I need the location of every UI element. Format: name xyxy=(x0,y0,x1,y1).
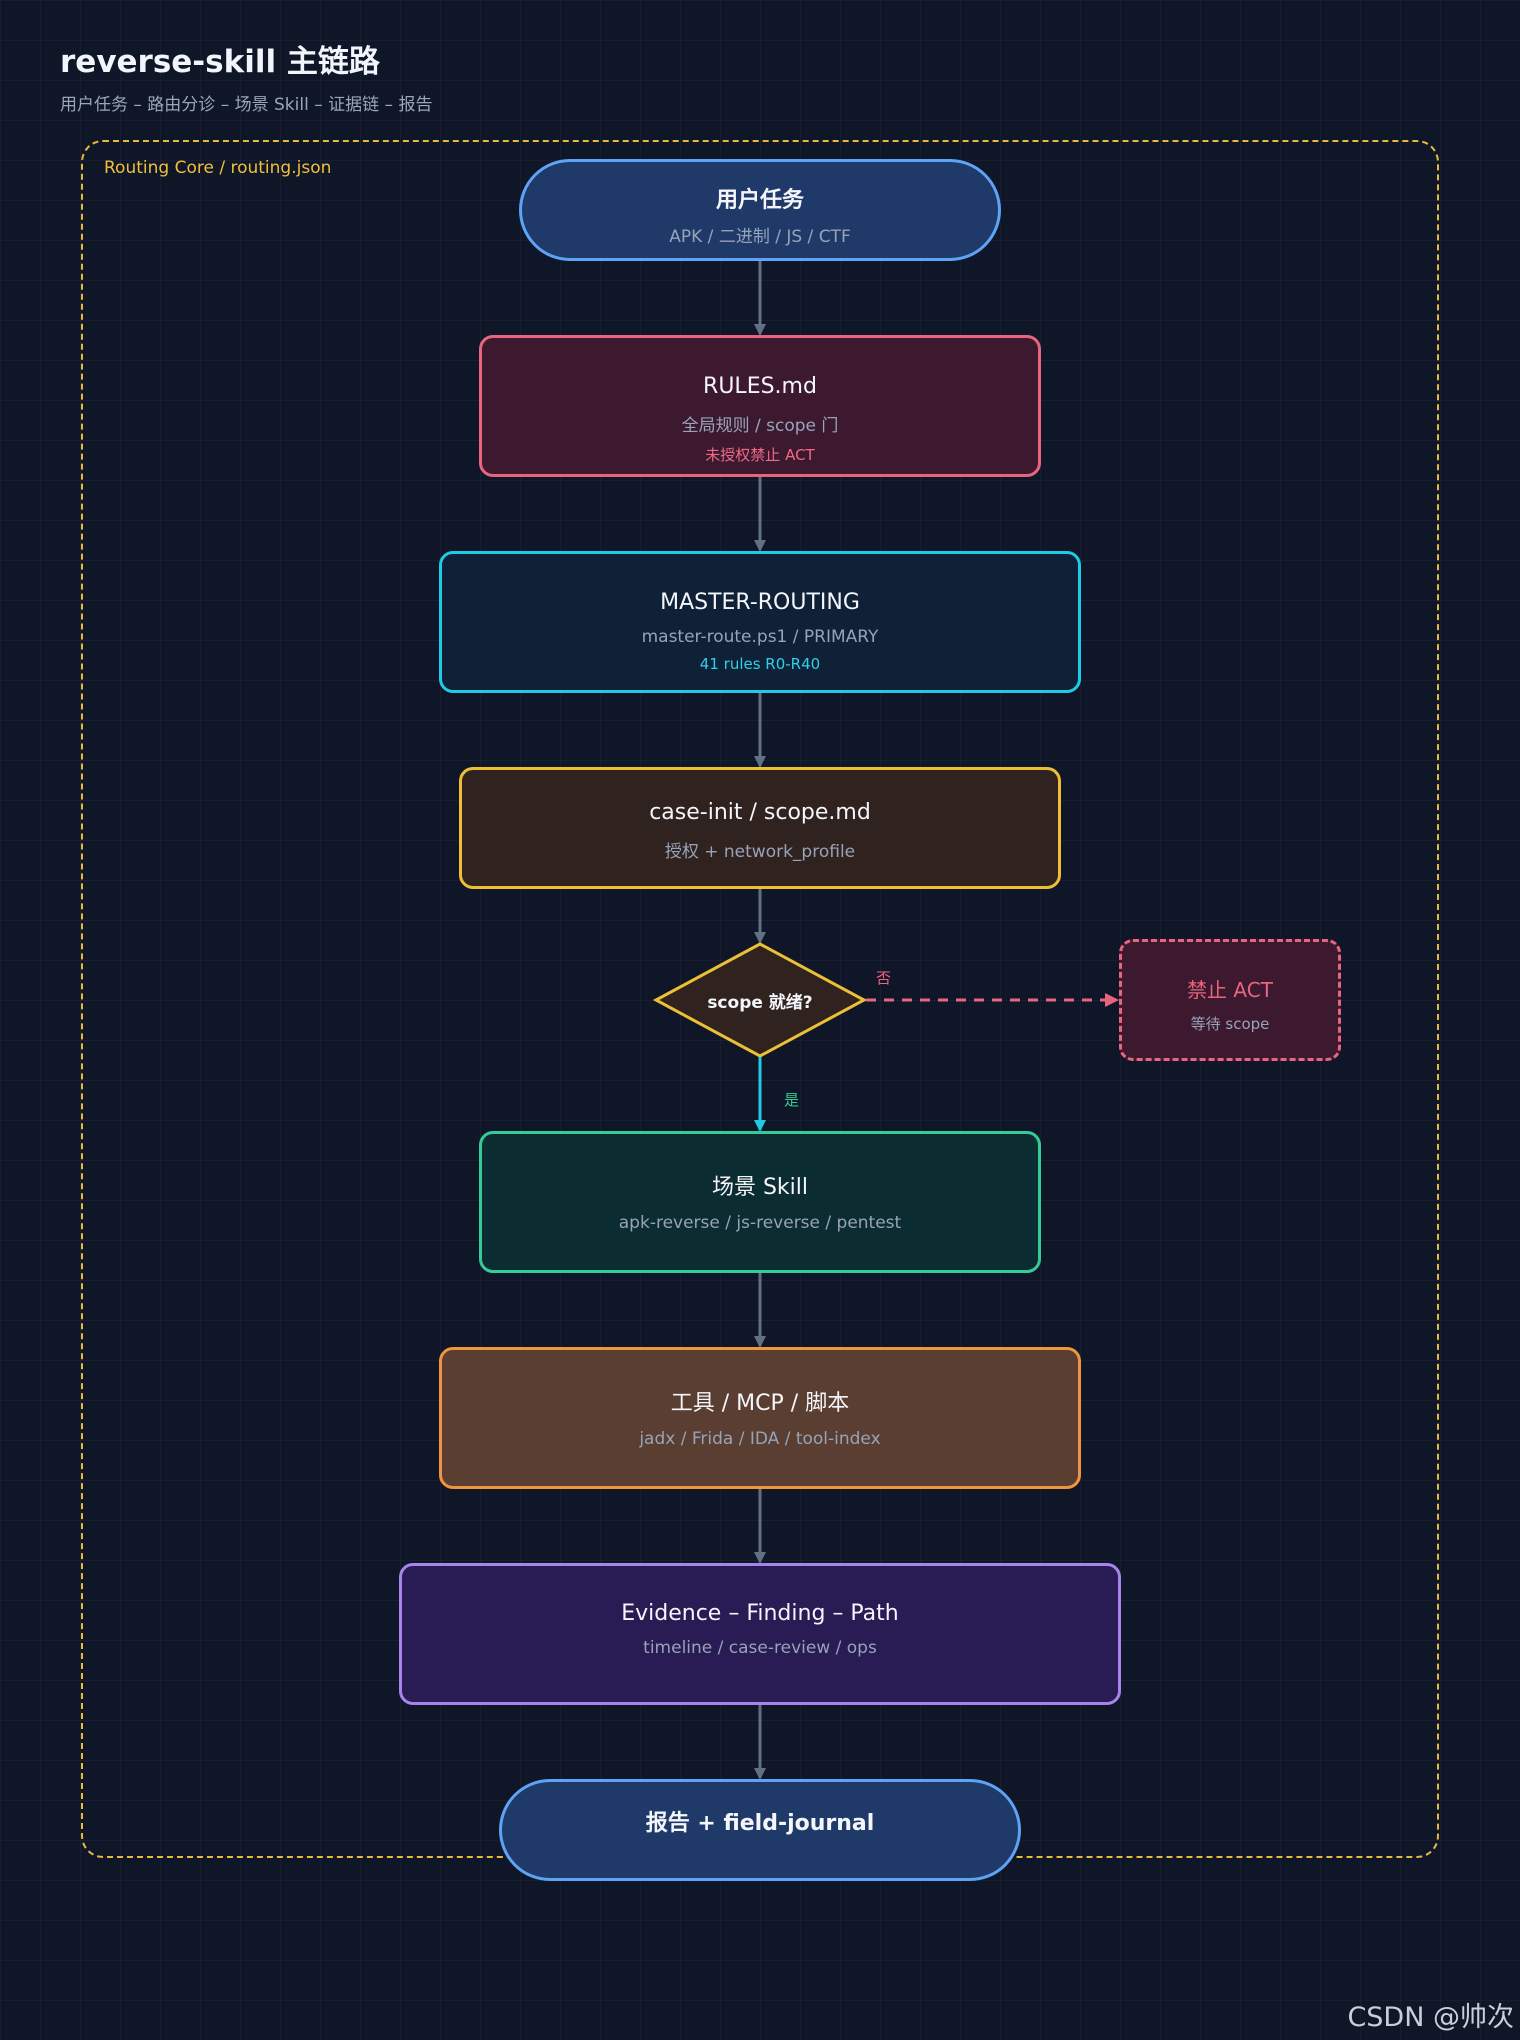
node-case-init-title: case-init / scope.md xyxy=(649,800,871,825)
node-blocked-title: 禁止 ACT xyxy=(1187,978,1273,1002)
watermark: CSDN @帅次 xyxy=(1347,2002,1514,2033)
node-evidence-chain: Evidence – Finding – Path timeline / cas… xyxy=(399,1563,1121,1705)
node-blocked-act: 禁止 ACT 等待 scope xyxy=(1119,939,1341,1061)
node-rules-subtitle: 全局规则 / scope 门 xyxy=(681,416,839,436)
node-rules: RULES.md 全局规则 / scope 门 未授权禁止 ACT xyxy=(479,335,1041,477)
node-scene-skill-title: 场景 Skill xyxy=(711,1175,809,1200)
node-master-routing-note: 41 rules R0-R40 xyxy=(699,655,821,673)
node-evidence-title: Evidence – Finding – Path xyxy=(621,1601,899,1626)
decision-diamond xyxy=(652,942,868,1058)
edge-label-no: 否 xyxy=(876,969,892,987)
node-report-title: 报告 + field-journal xyxy=(645,1811,875,1836)
node-master-routing: MASTER-ROUTING master-route.ps1 / PRIMAR… xyxy=(439,551,1081,693)
routing-core-label: Routing Core / routing.json xyxy=(104,158,332,178)
node-tools: 工具 / MCP / 脚本 jadx / Frida / IDA / tool-… xyxy=(439,1347,1081,1489)
node-tools-subtitle: jadx / Frida / IDA / tool-index xyxy=(639,1429,881,1449)
node-user-task: 用户任务 APK / 二进制 / JS / CTF xyxy=(519,159,1001,261)
node-case-init: case-init / scope.md 授权 + network_profil… xyxy=(459,767,1061,889)
page-subtitle: 用户任务 – 路由分诊 – 场景 Skill – 证据链 – 报告 xyxy=(60,95,433,115)
edge-label-yes: 是 xyxy=(784,1091,800,1109)
node-master-routing-title: MASTER-ROUTING xyxy=(660,590,860,615)
node-rules-title: RULES.md xyxy=(703,374,817,399)
node-tools-title: 工具 / MCP / 脚本 xyxy=(670,1391,850,1416)
node-report: 报告 + field-journal xyxy=(499,1779,1021,1881)
node-scene-skill: 场景 Skill apk-reverse / js-reverse / pent… xyxy=(479,1131,1041,1273)
node-user-task-title: 用户任务 xyxy=(715,188,804,213)
decision-label: scope 就绪? xyxy=(707,993,813,1013)
node-case-init-subtitle: 授权 + network_profile xyxy=(664,842,856,862)
node-user-task-subtitle: APK / 二进制 / JS / CTF xyxy=(669,227,851,247)
node-blocked-subtitle: 等待 scope xyxy=(1190,1015,1270,1033)
page-title: reverse-skill 主链路 xyxy=(60,44,380,80)
node-scene-skill-subtitle: apk-reverse / js-reverse / pentest xyxy=(618,1213,902,1233)
node-evidence-subtitle: timeline / case-review / ops xyxy=(643,1638,877,1658)
node-master-routing-subtitle: master-route.ps1 / PRIMARY xyxy=(641,627,879,647)
node-rules-note: 未授权禁止 ACT xyxy=(705,446,815,464)
